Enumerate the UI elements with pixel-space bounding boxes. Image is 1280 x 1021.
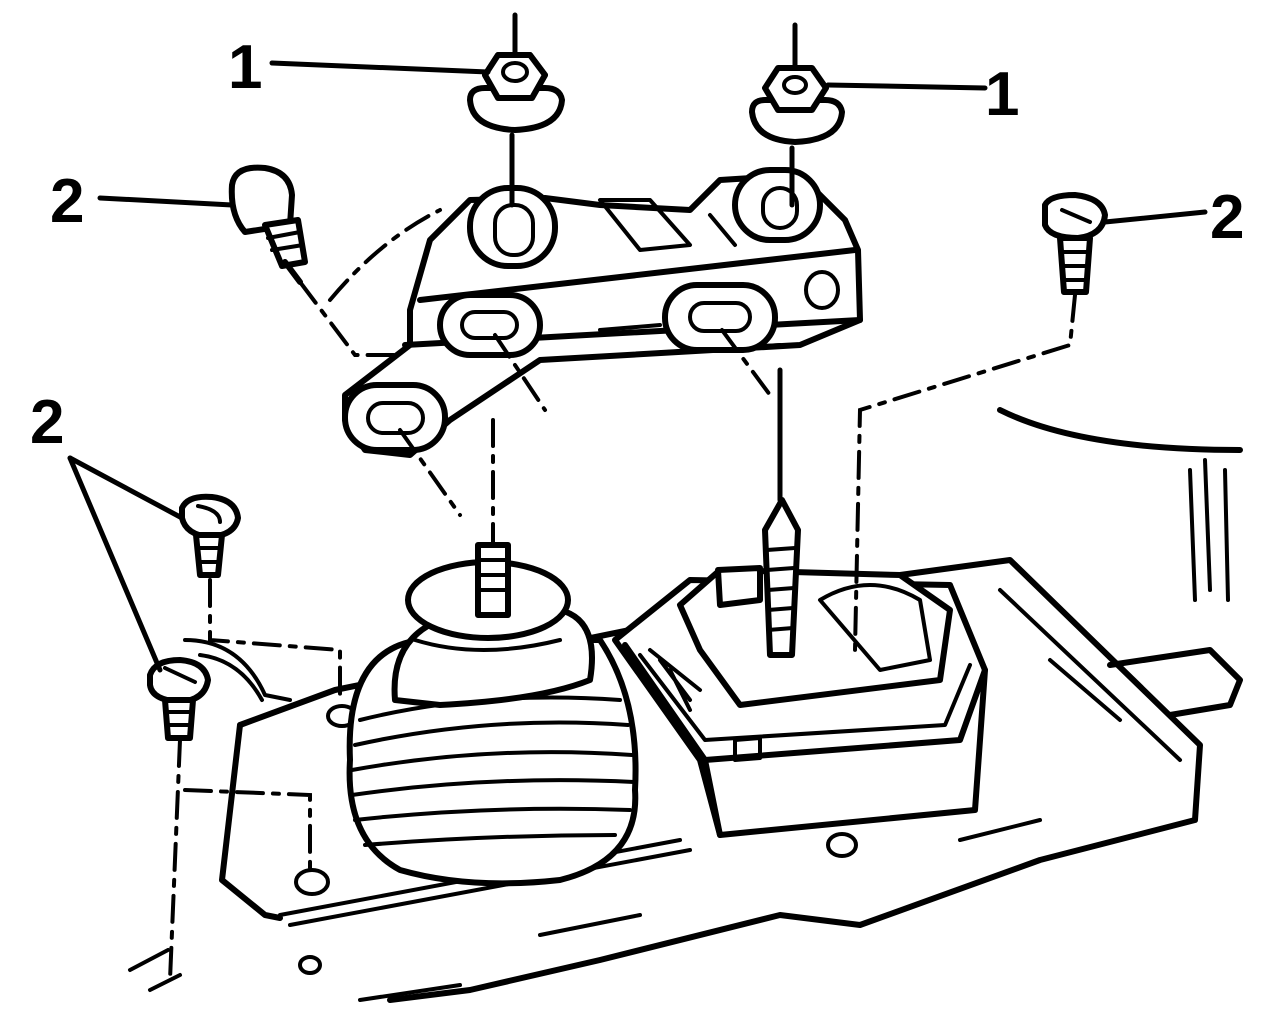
crossmember-base-plate [128, 407, 1243, 1003]
callout-nut-right: 1 [985, 60, 1019, 129]
bolt-upper-left [228, 164, 308, 285]
leader-lines [67, 60, 1208, 673]
bolt-upper-right [1042, 192, 1108, 295]
engine-mount-bracket [342, 167, 863, 458]
callout-nut-left: 1 [228, 33, 262, 102]
callout-bolt-upper-left: 2 [50, 167, 84, 236]
flange-nut-left [467, 12, 565, 208]
bolt-lower-left-lower [147, 657, 211, 741]
callout-bolt-upper-right: 2 [1210, 183, 1244, 252]
assembly-center-lines [168, 208, 1077, 982]
callout-bolts-lower-left: 2 [30, 388, 64, 457]
hydraulic-engine-mount-right [612, 497, 988, 838]
bolt-lower-left-upper [179, 493, 241, 578]
flange-nut-right [749, 22, 845, 208]
rubber-engine-mount-left [346, 542, 639, 887]
